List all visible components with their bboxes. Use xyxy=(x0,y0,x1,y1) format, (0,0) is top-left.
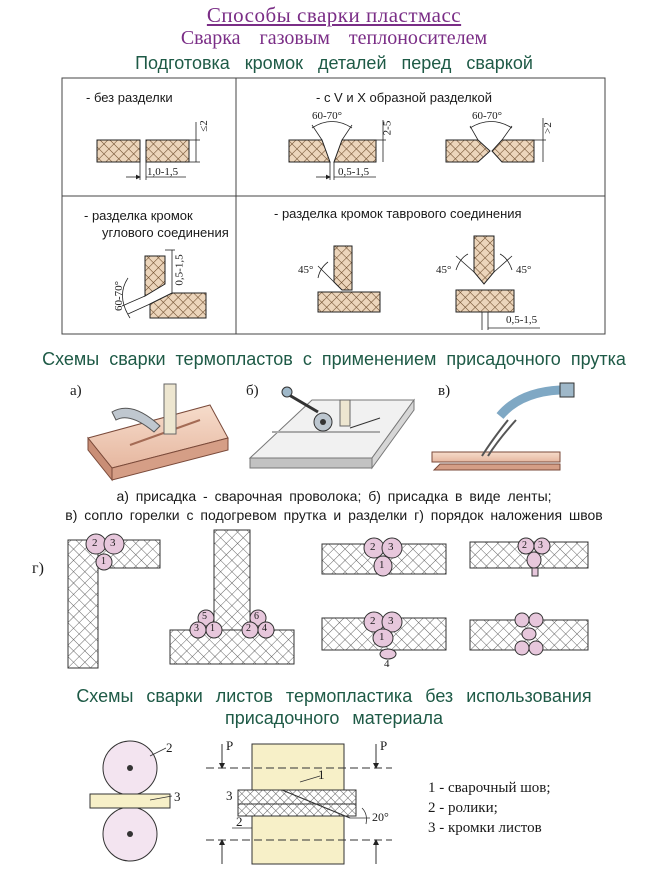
section-heading-sheets-1: Схемы сварки листов термопластика без ис… xyxy=(76,686,592,706)
tee-joint-prep-double xyxy=(455,235,540,330)
force-p-top-left: P xyxy=(226,738,234,753)
dim-tee-45c: 45° xyxy=(516,264,532,276)
bead-num: 1 xyxy=(379,559,385,571)
filler-scheme-a xyxy=(87,383,229,482)
bead-order-tee xyxy=(169,529,295,665)
bead-num: 6 xyxy=(254,611,259,622)
bead-num: 3 xyxy=(194,623,199,634)
bead-order-corner xyxy=(67,533,161,669)
roller-scheme xyxy=(89,740,173,862)
corner-joint-prep xyxy=(121,249,207,319)
bead-num: 2 xyxy=(370,541,376,553)
bead-num: 4 xyxy=(384,658,390,670)
bead-num: 4 xyxy=(262,623,267,634)
label-corner-2: углового соединения xyxy=(102,225,229,240)
dim-angle-x: 60-70° xyxy=(472,110,503,122)
dim-gap-tee: 0,5-1,5 xyxy=(506,314,538,326)
label-tee: - разделка кромок таврового соединения xyxy=(274,206,522,221)
dim-gap-v: 0,5-1,5 xyxy=(338,166,370,178)
dim-tee-45a: 45° xyxy=(298,264,314,276)
label-no-prep: - без разделки xyxy=(86,90,173,105)
bead-order-butt-x xyxy=(321,611,447,660)
tee-joint-prep-single xyxy=(317,245,381,313)
bead-num: 2 xyxy=(92,537,98,549)
section-heading-edge-prep: Подготовка кромок деталей перед сваркой xyxy=(135,53,533,73)
callout-3-edges: 3 xyxy=(226,788,233,803)
bead-order-butt-v2 xyxy=(469,537,589,577)
label-scheme-a: а) xyxy=(70,383,82,399)
label-corner-1: - разделка кромок xyxy=(84,208,193,223)
dim-tee-45b: 45° xyxy=(436,264,452,276)
bead-num: 1 xyxy=(210,623,215,634)
bead-num: 1 xyxy=(379,631,385,643)
dim-gap-a: 1,0-1,5 xyxy=(147,166,179,178)
bead-num: 3 xyxy=(388,615,394,627)
dim-h-v: 2-5 xyxy=(381,120,394,136)
callout-2-roller: 2 xyxy=(166,740,173,755)
dim-angle-v: 60-70° xyxy=(312,110,343,122)
angle-20: 20° xyxy=(372,810,389,824)
legend-item-3: 3 - кромки листов xyxy=(428,820,542,836)
bead-num: 2 xyxy=(522,540,527,551)
dim-ge2: >2 xyxy=(541,122,554,134)
bead-num: 3 xyxy=(388,541,394,553)
force-p-top-right: P xyxy=(380,738,388,753)
section-heading-sheets-2: присадочного материала xyxy=(224,708,444,728)
bead-num: 2 xyxy=(370,615,376,627)
dim-le2: ≤2 xyxy=(197,120,210,132)
bead-order-butt-v xyxy=(321,537,447,577)
section-heading-filler: Схемы сварки термопластов с применением … xyxy=(42,349,626,369)
legend-item-2: 2 - ролики; xyxy=(428,800,498,816)
bead-num: 5 xyxy=(202,611,207,622)
bead-num: 2 xyxy=(246,623,251,634)
dim-gap-corner: 0,5-1,5 xyxy=(173,254,186,286)
label-scheme-b: б) xyxy=(246,383,259,399)
label-vx-prep: - с V и X образной разделкой xyxy=(316,90,493,105)
callout-1-seam: 1 xyxy=(318,767,325,782)
label-scheme-v: в) xyxy=(438,383,451,399)
label-scheme-g: г) xyxy=(32,560,44,577)
page-subtitle: Сварка газовым теплоносителем xyxy=(180,27,488,49)
edge-prep-table xyxy=(61,77,606,335)
page-title: Способы сварки пластмасс xyxy=(206,3,462,27)
bead-order-butt-x2 xyxy=(469,612,589,656)
callout-3-roller: 3 xyxy=(174,789,181,804)
filler-scheme-v xyxy=(431,382,575,471)
bead-num: 1 xyxy=(101,556,106,567)
sheet-overlap-scheme xyxy=(206,743,392,865)
callout-2-edges: 2 xyxy=(236,814,243,829)
bead-num: 3 xyxy=(538,540,543,551)
filler-scheme-b xyxy=(248,386,415,470)
caption-filler-2: в) сопло горелки с подогревом прутка и р… xyxy=(65,507,603,523)
butt-joint-x-prep xyxy=(445,118,546,163)
butt-joint-no-prep xyxy=(96,122,200,180)
butt-joint-v-prep xyxy=(288,120,386,180)
bead-num: 3 xyxy=(110,537,116,549)
dim-angle-corner: 60-70° xyxy=(113,280,126,312)
legend-item-1: 1 - сварочный шов; xyxy=(428,780,551,796)
caption-filler-1: а) присадка - сварочная проволока; б) пр… xyxy=(116,488,552,504)
